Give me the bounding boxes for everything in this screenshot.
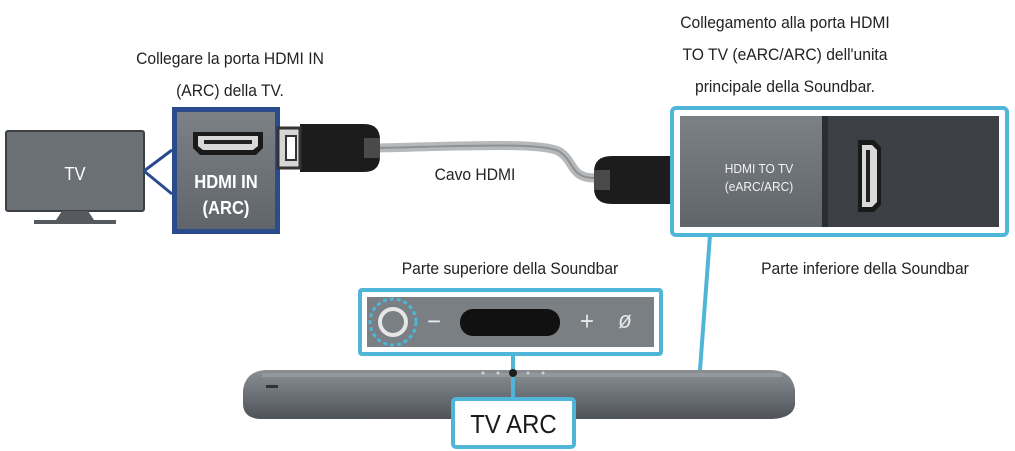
soundbar-port-label-line1: HDMI TO TV — [724, 161, 794, 176]
cable-label: Cavo HDMI — [434, 165, 516, 184]
tv-hdmi-in-port-panel — [172, 107, 280, 234]
power-source-button-icon — [368, 297, 418, 347]
bottom-of-soundbar-label: Parte inferiore della Soundbar — [761, 259, 969, 278]
tv-label: TV — [64, 164, 86, 184]
tv-port-callout-text-line1: Collegare la porta HDMI IN — [136, 49, 324, 68]
tv-port-label-line2: (ARC) — [202, 198, 250, 218]
soundbar-port-callout-text-line2: TO TV (eARC/ARC) dell'unita — [682, 45, 888, 64]
plus-icon: + — [580, 306, 594, 336]
mic-off-icon: ø — [618, 307, 632, 334]
soundbar-body — [243, 369, 795, 419]
tv-arc-badge-frame — [451, 397, 576, 449]
soundbar-port-callout-line — [698, 234, 712, 371]
soundbar-top-panel — [358, 288, 663, 356]
hdmi-port-icon — [858, 140, 881, 212]
soundbar-port-callout-text-line1: Collegamento alla porta HDMI — [680, 13, 890, 32]
minus-icon: − — [427, 306, 441, 336]
soundbar-port-label-line2: (eARC/ARC) — [724, 179, 794, 194]
hdmi-port-icon — [193, 132, 263, 155]
tv-arc-badge-label: TV ARC — [470, 409, 557, 439]
soundbar-led-strip — [460, 309, 560, 336]
top-of-soundbar-label: Parte superiore della Soundbar — [401, 259, 619, 278]
tv-port-label-line1: HDMI IN — [194, 172, 258, 192]
hdmi-plug-icon — [276, 124, 380, 172]
soundbar-port-callout-text-line3: principale della Soundbar. — [694, 77, 876, 96]
tv-port-callout-text-line2: (ARC) della TV. — [176, 81, 284, 100]
soundbar-hdmi-port-panel — [670, 106, 1009, 237]
